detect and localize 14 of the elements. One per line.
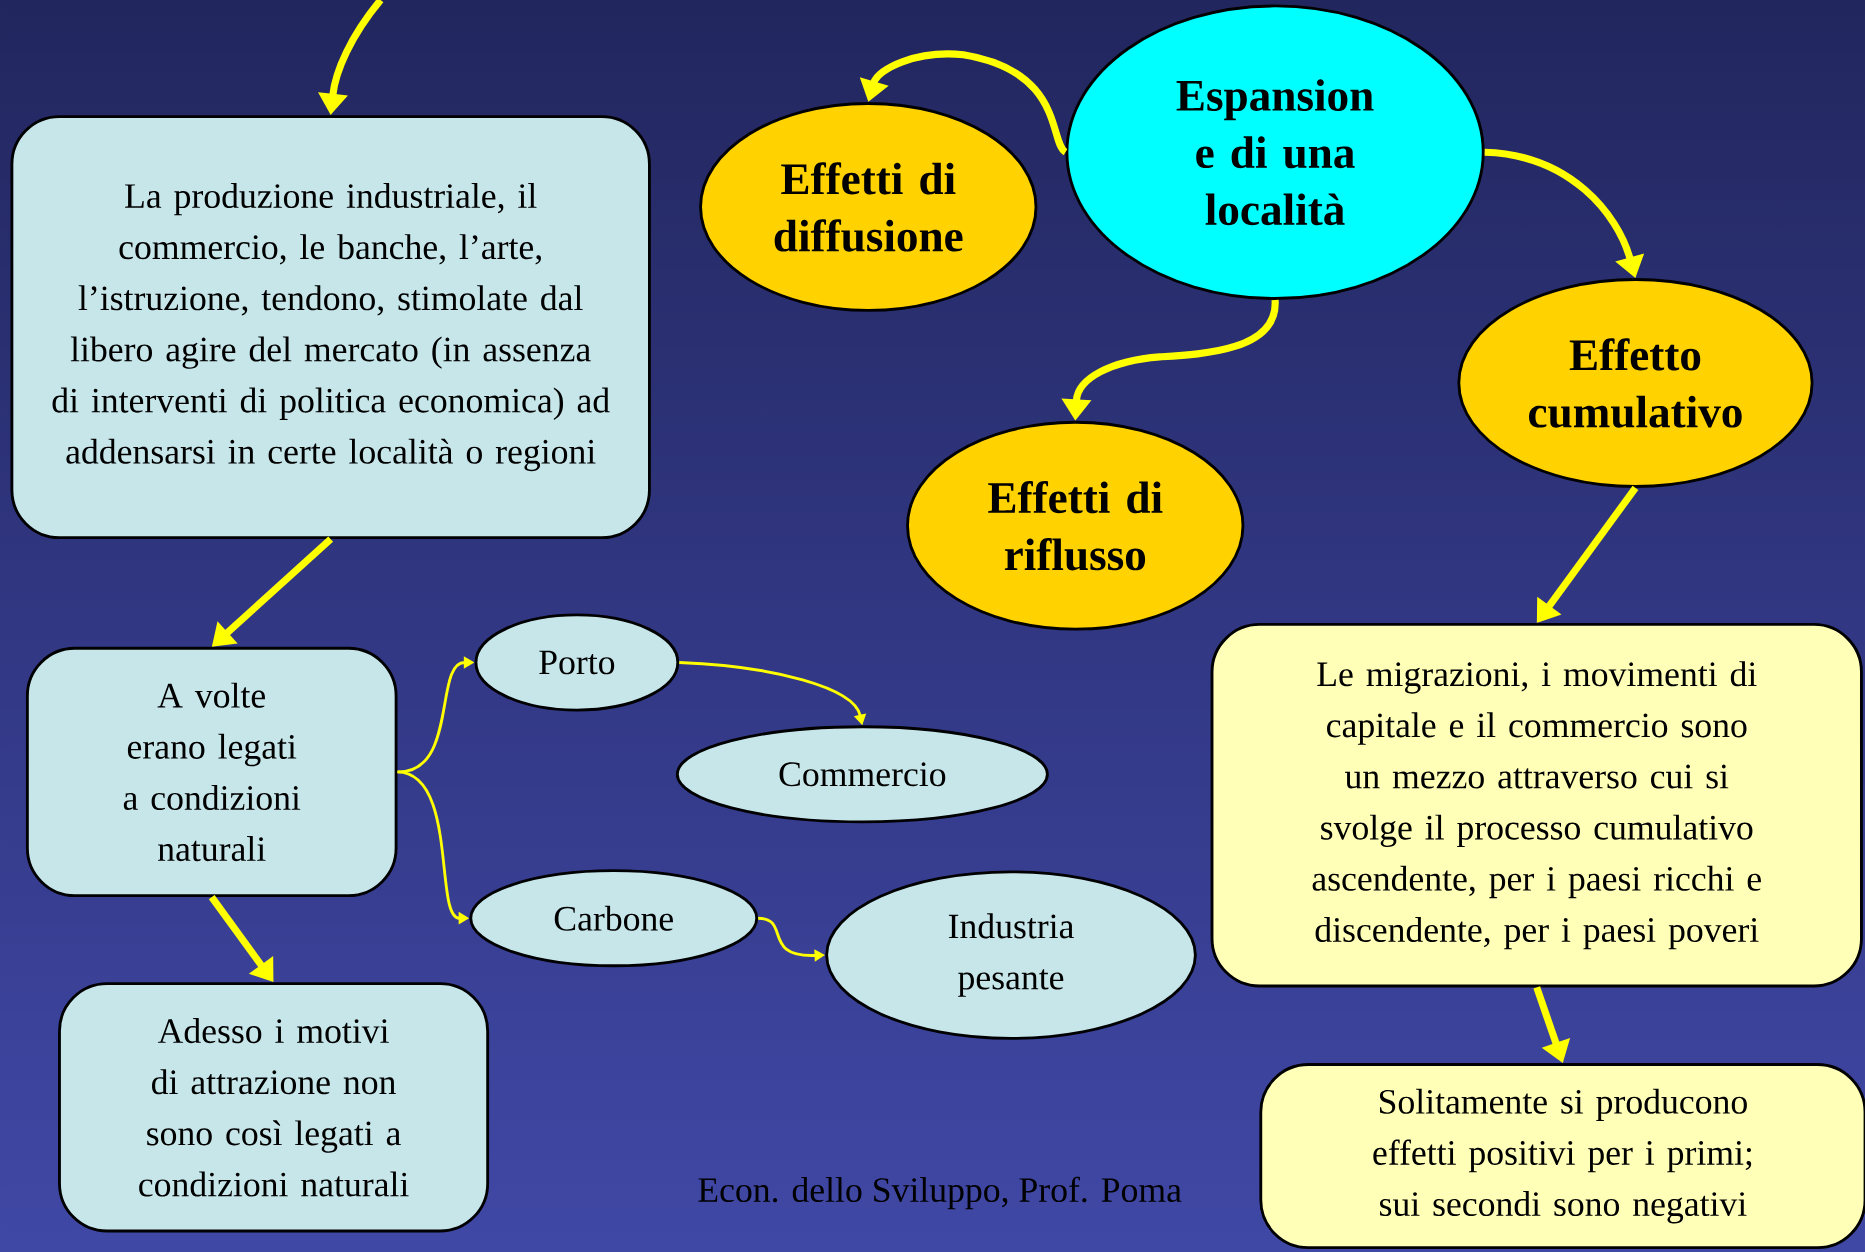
ellipse-node: Commercio bbox=[675, 725, 1049, 824]
ellipse-node: Effetti di diffusione bbox=[699, 101, 1038, 312]
ellipse-node: Carbone bbox=[469, 869, 759, 967]
ellipse-node: Espansion e di una località bbox=[1065, 4, 1485, 300]
ellipse-node: Effetto cumulativo bbox=[1457, 277, 1814, 488]
text-box: A volte erano legati a condizioni naturali bbox=[25, 646, 398, 897]
text-box: Adesso i motivi di attrazione non sono così legati a condizioni naturali bbox=[58, 982, 490, 1233]
ellipse-node: Porto bbox=[474, 613, 680, 712]
ellipse-node: Effetti di riflusso bbox=[906, 420, 1245, 631]
text-box: Le migrazioni, i movimenti di capitale e il commercio sono un mezzo attraverso cui si svolge il processo cumulativo ascendente, per i paesi ricchi e discendente, per i paesi poveri bbox=[1210, 622, 1863, 988]
ellipse-node: Industria pesante bbox=[825, 870, 1197, 1040]
text-box: La produzione industriale, il commercio, le banche, l’arte, l’istruzione, tendono, stimolate dal libero agire del mercato (in assenza di interventi di politica economica) ad addensarsi in certe località o regioni bbox=[10, 114, 651, 539]
footer-text: Econ. dello Sviluppo, Prof. Poma bbox=[698, 1176, 1182, 1210]
text-box: Solitamente si producono effetti positivi per i primi; sui secondi sono negativi bbox=[1259, 1062, 1865, 1249]
